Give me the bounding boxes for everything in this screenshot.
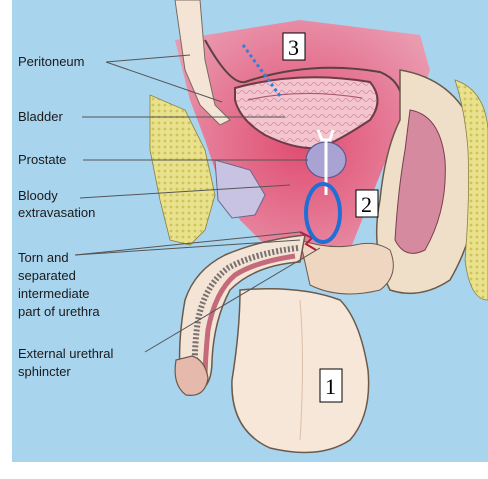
label-prostate: Prostate xyxy=(18,152,66,167)
label-torn-line3: intermediate xyxy=(18,286,90,301)
marker-1: 1 xyxy=(325,374,336,399)
marker-box-2 xyxy=(355,189,379,218)
peritoneum-line xyxy=(204,39,403,101)
label-bloody-line2: extravasation xyxy=(18,205,95,220)
pubic-bone xyxy=(214,159,266,219)
label-external-line2: sphincter xyxy=(18,364,71,379)
dotted-arrow xyxy=(241,44,282,97)
marker-box-1 xyxy=(319,368,343,403)
pubic-fat xyxy=(149,94,216,246)
label-torn-line4: part of urethra xyxy=(18,304,100,319)
glans xyxy=(174,355,209,396)
urethral-tear xyxy=(299,231,317,251)
label-torn-line2: separated xyxy=(18,268,76,283)
marker-box-3 xyxy=(282,32,306,61)
label-peritoneum: Peritoneum xyxy=(18,54,84,69)
leader-lines xyxy=(74,54,321,353)
label-external-line1: External urethral xyxy=(18,346,113,361)
marker-3: 3 xyxy=(288,35,299,60)
highlight-ring xyxy=(304,182,342,244)
label-torn-line1: Torn and xyxy=(18,250,69,265)
perineal-region xyxy=(299,239,394,295)
label-bladder: Bladder xyxy=(18,109,63,124)
label-bloody-line1: Bloody xyxy=(18,188,58,203)
marker-2: 2 xyxy=(361,192,372,217)
abdominal-wall xyxy=(174,0,231,126)
scrotum xyxy=(231,288,370,454)
